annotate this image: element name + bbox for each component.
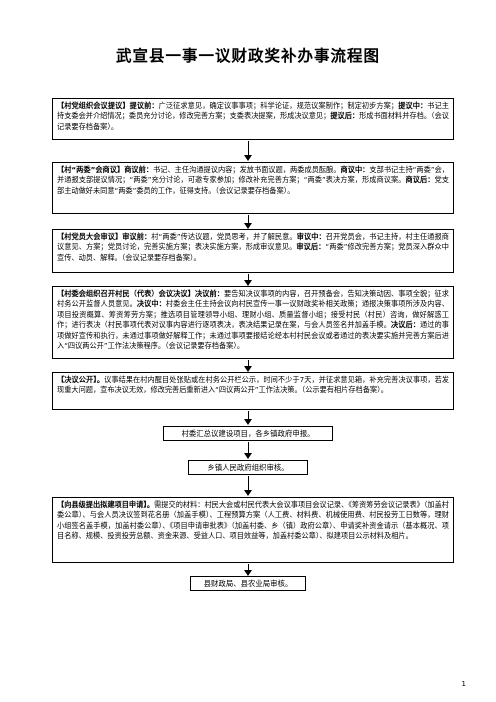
flow-arrow xyxy=(244,360,252,372)
stage-text: 要告知决议事项的内容，召开预备会，告知决策动因、事项全貌；征求村务公开监督人员意… xyxy=(57,289,449,309)
stage-label: 决议前： xyxy=(194,289,224,298)
stage-text: 需提交的材料：村民大会或村民代表大会议事项目会议记录、《筹资筹劳会议记录表》（加… xyxy=(57,500,449,541)
stage-label: 审议后： xyxy=(296,242,326,252)
flow-arrow xyxy=(244,274,252,286)
step-county-application-box: 【向县级提出拟建项目申请】。需提交的材料：村民大会或村民代表大会议事项目会议记录… xyxy=(52,497,454,563)
stage-label: 商议前： xyxy=(124,165,154,174)
flow-arrow xyxy=(244,141,252,161)
stage-label: 决议中： xyxy=(136,299,166,309)
step-party-proposal-box: 【村党组织会议提议】提议前：广泛征求意见，确定议事事项；科学论证，规范议案制作；… xyxy=(52,98,454,140)
stage-label: 提议前： xyxy=(129,101,159,110)
step-county-review-box: 县财政局、县农业局审核。 xyxy=(190,576,306,591)
step-heading: 【村委会组织召开村民（代表）会议决议】 xyxy=(57,289,195,298)
flow-arrow xyxy=(244,564,252,576)
stage-label: 决议后： xyxy=(390,320,420,330)
stage-text: 党支部主动做好未同意“两委”委员的工作，征得支持。（会议记录要存档备案）。 xyxy=(57,175,449,195)
stage-text: 议事结果在村内醒目处张贴或在村务公开栏公示，时间不少于7天，并征求意见箱，补充完… xyxy=(57,375,450,395)
flow-arrow xyxy=(244,442,252,459)
stage-label: 审议中： xyxy=(296,232,326,241)
page-number: 1 xyxy=(461,680,466,688)
stage-text: 支部书记主持“两委”会，并通报支部提议情况；“两委”充分讨论，可邀专家参加；修改… xyxy=(57,165,449,185)
step-heading: 【村“两委”会商议】 xyxy=(57,165,125,174)
step-heading: 【决议公开】。 xyxy=(57,375,105,384)
flow-arrow xyxy=(244,476,252,496)
stage-label: 提议后： xyxy=(330,111,360,121)
stage-text: 召开党员会，书记主持，村主任通报商议意见、方案；党员讨论，完善实施方案；表决实施… xyxy=(57,232,449,252)
stage-text: 书记、主任沟通提议内容；发放书面议题，两委成员酝酿。 xyxy=(153,165,341,174)
step-party-members-box: 【村党员大会审议】审议前：村“两委”传达议题，党员思考，并了解民意。审议中：召开… xyxy=(52,229,454,273)
stage-text: 形成书面材料并存档。（会议记录要存档备案）。 xyxy=(57,111,449,131)
stage-text: 书记主持支委会并介绍情况；委员充分讨论，修改完善方案；支委表决提案，形成决议意见… xyxy=(57,101,449,121)
page-title: 武宣县一事一议财政奖补办事流程图 xyxy=(115,47,380,65)
stage-text: 村“两委”传达议题，党员思考，并了解民意。 xyxy=(151,232,297,241)
step-villagers-resolution-box: 【村委会组织召开村民（代表）会议决议】决议前：要告知决议事项的内容，召开预备会，… xyxy=(52,286,454,359)
step-resolution-publicity-box: 【决议公开】。议事结果在村内醒目处张贴或在村务公开栏公示，时间不少于7天，并征求… xyxy=(52,372,454,410)
step-township-review-box: 乡镇人民政府组织审核。 xyxy=(188,460,308,475)
stage-text: 广泛征求意见，确定议事事项；科学论证，规范议案制作；制定初步方案； xyxy=(158,101,399,110)
step-township-application-box: 村委汇总议建设项目，各乡镇政府申报。 xyxy=(163,426,333,441)
step-heading: 【向县级提出拟建项目申请】。 xyxy=(57,500,155,509)
step-heading: 【村党员大会审议】 xyxy=(57,232,123,241)
flow-arrow xyxy=(244,411,252,425)
step-heading: 【村党组织会议提议】 xyxy=(57,101,130,110)
step-two-committees-box: 【村“两委”会商议】商议前：书记、主任沟通提议内容；发放书面议题，两委成员酝酿。… xyxy=(52,162,454,214)
stage-label: 审议前： xyxy=(122,232,152,241)
flow-arrow xyxy=(244,215,252,229)
stage-text: “两委”修改完善方案；党员深入群众中宣传、动员、解释。（会议记录要存档备案）。 xyxy=(57,242,449,262)
stage-label: 提议中： xyxy=(398,101,428,110)
stage-text: 通过的事项做好宣传和执行，未通过事项做好解释工作；未通过事项要报结论经本村村民会… xyxy=(57,320,449,351)
stage-label: 商议后： xyxy=(405,175,435,185)
stage-text: 村委会主任主持会议向村民宣传一事一议财政奖补相关政策；通报决策事项所涉及内容、项… xyxy=(57,299,449,330)
stage-label: 商议中： xyxy=(340,165,370,174)
